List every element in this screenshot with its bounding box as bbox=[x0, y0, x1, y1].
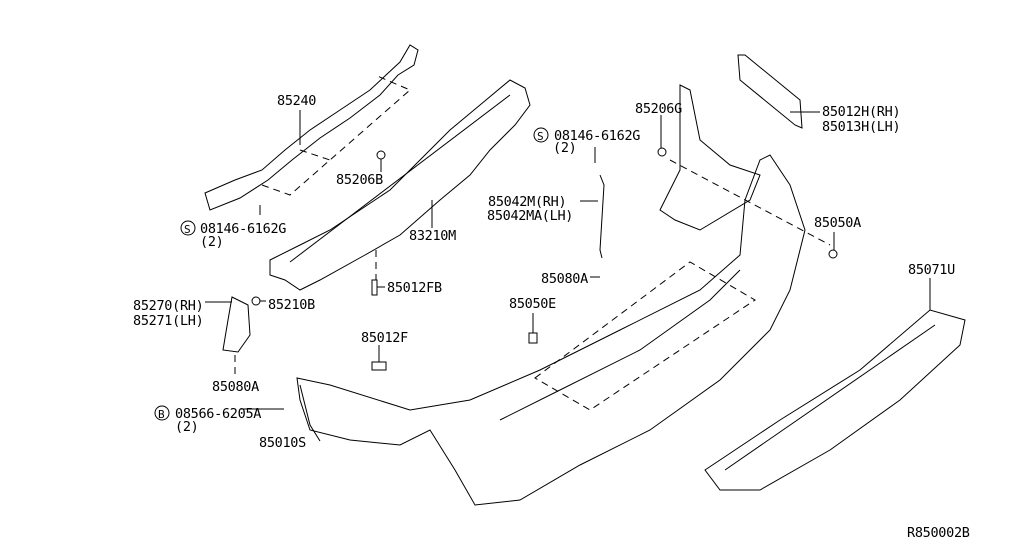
label-bolt: 08566-6205A bbox=[175, 406, 261, 422]
label-85071U: 85071U bbox=[908, 262, 955, 278]
clip-85012F-icon bbox=[371, 361, 387, 371]
label-85270: 85270(RH) bbox=[133, 298, 203, 314]
bolt-symbol: B bbox=[158, 408, 165, 421]
leader-lines bbox=[205, 110, 931, 442]
label-85010S: 85010S bbox=[259, 435, 306, 451]
bumper-fascia-85010S bbox=[296, 84, 806, 506]
reinforcement-85240 bbox=[204, 44, 419, 211]
retainer-85042M bbox=[599, 174, 605, 259]
label-83210M: 83210M bbox=[409, 228, 456, 244]
screw-85012FB-icon bbox=[371, 279, 378, 296]
label-85042M: 85042M(RH) bbox=[488, 194, 566, 210]
clip-85206G-icon bbox=[657, 147, 667, 157]
fasteners bbox=[251, 147, 838, 371]
bracket-85270 bbox=[222, 296, 251, 353]
reference-code: R850002B bbox=[907, 525, 970, 541]
label-85050E: 85050E bbox=[509, 296, 556, 312]
screw-85050A-icon bbox=[828, 249, 838, 259]
grille-85071U bbox=[704, 309, 966, 491]
label-85080A-mid: 85080A bbox=[541, 271, 588, 287]
label-85042MA: 85042MA(LH) bbox=[487, 208, 573, 224]
screw-symbol-mid-icon bbox=[533, 127, 549, 143]
label-85240: 85240 bbox=[277, 93, 316, 109]
label-85210B: 85210B bbox=[268, 297, 315, 313]
label-bolt-qty: (2) bbox=[175, 419, 198, 435]
label-85080A-left: 85080A bbox=[212, 379, 259, 395]
label-screw-mid-qty: (2) bbox=[553, 140, 576, 156]
label-85050A: 85050A bbox=[814, 215, 861, 231]
clip-85206B-icon bbox=[376, 150, 386, 160]
screw-symbol-left: S bbox=[184, 223, 190, 236]
bracket-85012H bbox=[737, 54, 803, 129]
clip-85050E-icon bbox=[528, 332, 538, 344]
label-85012H: 85012H(RH) bbox=[822, 104, 900, 120]
bolt-symbol-icon bbox=[154, 405, 170, 421]
label-85012FB: 85012FB bbox=[387, 280, 442, 296]
label-screw-left: 08146-6162G bbox=[200, 221, 286, 237]
label-screw-left-qty: (2) bbox=[200, 234, 223, 250]
label-screw-mid: 08146-6162G bbox=[554, 128, 640, 144]
screw-symbol-mid: S bbox=[537, 130, 543, 143]
clip-85210B-icon bbox=[251, 296, 261, 306]
energy-absorber-83210M bbox=[269, 79, 531, 291]
label-85206G: 85206G bbox=[635, 101, 682, 117]
screw-symbol-icon bbox=[180, 220, 196, 236]
label-85013H: 85013H(LH) bbox=[822, 119, 900, 135]
label-85271: 85271(LH) bbox=[133, 313, 203, 329]
label-85206B: 85206B bbox=[336, 172, 383, 188]
label-85012F: 85012F bbox=[361, 330, 408, 346]
